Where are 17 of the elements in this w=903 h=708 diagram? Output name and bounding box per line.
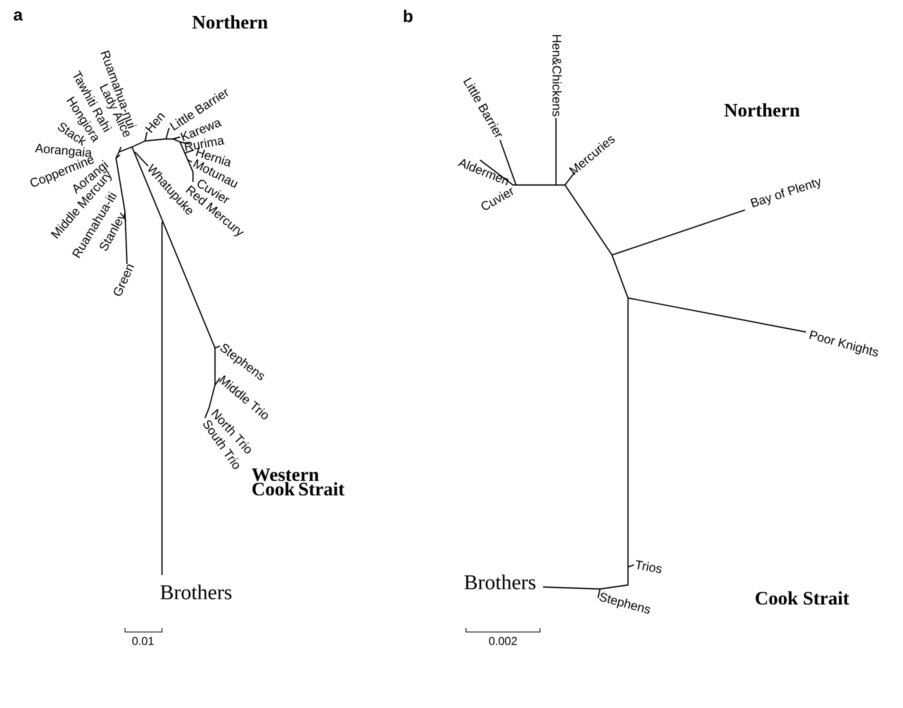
region-heading: Northern <box>192 15 268 29</box>
scale-label: 0.002 <box>489 636 517 646</box>
region-heading: Cook Strait <box>756 591 850 605</box>
taxon-label: Hen&Chickens <box>552 35 562 116</box>
taxon-label: Green <box>114 264 134 296</box>
taxon-label: Brothers <box>464 574 536 590</box>
taxon-label: Trios <box>636 560 662 573</box>
panel-letter: b <box>404 10 412 22</box>
taxon-label: Brothers <box>160 584 232 600</box>
scale-label: 0.01 <box>132 636 154 646</box>
region-heading: Western Cook Strait <box>252 468 344 496</box>
taxon-label: Aorangaia <box>34 144 92 158</box>
taxon-label: Hen <box>145 113 166 133</box>
taxon-label: Poor Knights <box>809 330 878 356</box>
panel-letter: a <box>14 11 23 21</box>
region-heading: Northern <box>724 103 800 117</box>
taxon-label: Bay of Plenty <box>750 178 820 208</box>
